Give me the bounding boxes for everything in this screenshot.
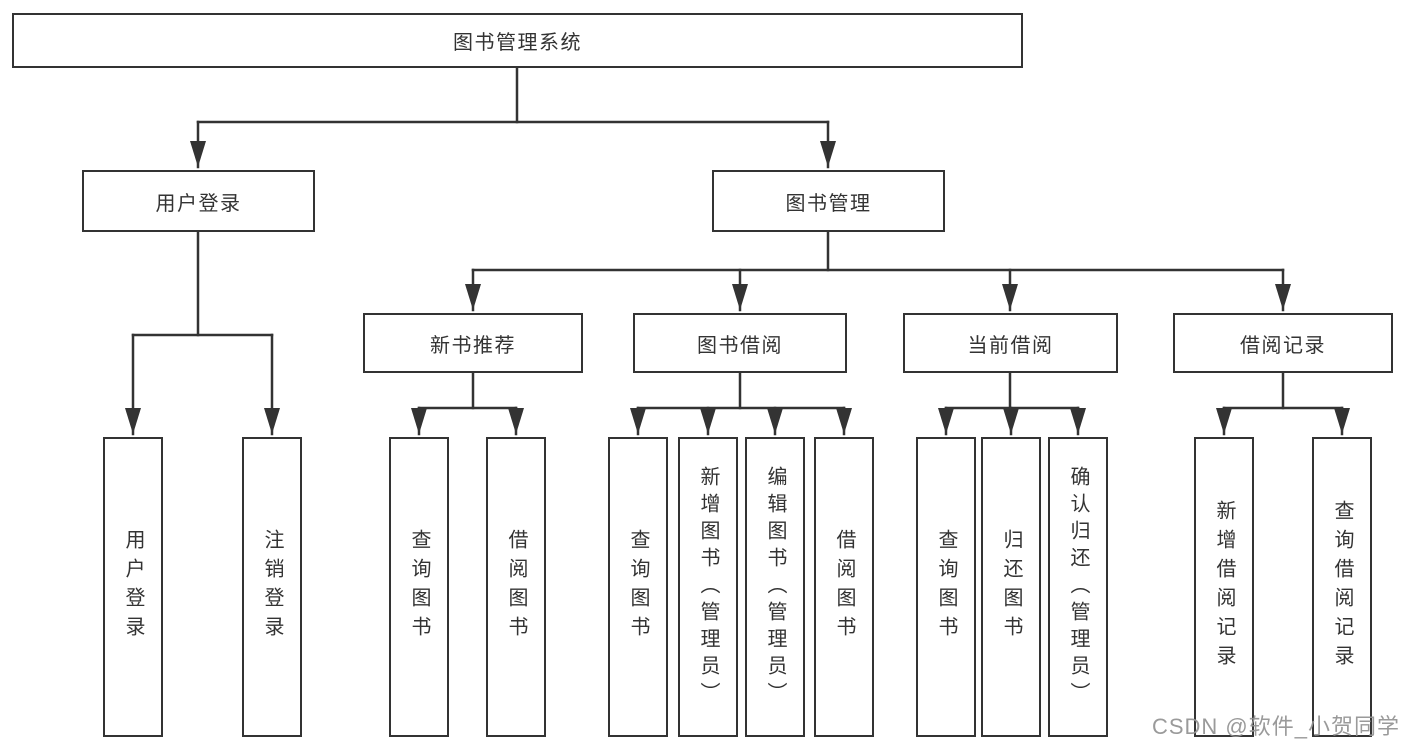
node-current-borrowing: 当前借阅 xyxy=(903,313,1118,373)
leaf-records-add-record: 新增借阅记录 xyxy=(1194,437,1254,737)
node-user-login: 用户登录 xyxy=(82,170,315,232)
leaf-recommend-query-books: 查询图书 xyxy=(389,437,449,737)
leaf-user-login: 用户登录 xyxy=(103,437,163,737)
node-book-borrowing: 图书借阅 xyxy=(633,313,847,373)
node-book-borrowing-label: 图书借阅 xyxy=(697,334,783,357)
leaf-logout-label: 注销登录 xyxy=(261,529,283,645)
leaf-records-query-record: 查询借阅记录 xyxy=(1312,437,1372,737)
node-new-book-recommend: 新书推荐 xyxy=(363,313,583,373)
leaf-borrowing-edit-books-admin: 编辑图书（管理员） xyxy=(745,437,805,737)
leaf-current-return-books: 归还图书 xyxy=(981,437,1041,737)
node-borrow-records-label: 借阅记录 xyxy=(1240,334,1326,357)
leaf-recommend-borrow-books-label: 借阅图书 xyxy=(505,529,527,645)
leaf-borrowing-edit-books-admin-label: 编辑图书（管理员） xyxy=(764,465,786,709)
leaf-logout: 注销登录 xyxy=(242,437,302,737)
leaf-borrowing-query-books-label: 查询图书 xyxy=(627,529,649,645)
leaf-recommend-query-books-label: 查询图书 xyxy=(408,529,430,645)
node-book-management-label: 图书管理 xyxy=(785,192,872,215)
leaf-current-confirm-return-admin-label: 确认归还（管理员） xyxy=(1067,465,1089,709)
node-user-login-label: 用户登录 xyxy=(155,192,242,215)
node-new-book-recommend-label: 新书推荐 xyxy=(430,334,516,357)
node-borrow-records: 借阅记录 xyxy=(1173,313,1393,373)
leaf-records-query-record-label: 查询借阅记录 xyxy=(1331,500,1353,674)
leaf-borrowing-query-books: 查询图书 xyxy=(608,437,668,737)
leaf-current-confirm-return-admin: 确认归还（管理员） xyxy=(1048,437,1108,737)
leaf-current-query-books-label: 查询图书 xyxy=(935,529,957,645)
leaf-borrowing-borrow-books-label: 借阅图书 xyxy=(833,529,855,645)
node-book-management: 图书管理 xyxy=(712,170,945,232)
leaf-current-return-books-label: 归还图书 xyxy=(1000,529,1022,645)
leaf-borrowing-borrow-books: 借阅图书 xyxy=(814,437,874,737)
leaf-current-query-books: 查询图书 xyxy=(916,437,976,737)
leaf-recommend-borrow-books: 借阅图书 xyxy=(486,437,546,737)
node-root-system: 图书管理系统 xyxy=(12,13,1023,68)
leaf-borrowing-add-books-admin: 新增图书（管理员） xyxy=(678,437,738,737)
node-current-borrowing-label: 当前借阅 xyxy=(967,334,1054,357)
leaf-user-login-label: 用户登录 xyxy=(122,529,144,645)
leaf-records-add-record-label: 新增借阅记录 xyxy=(1213,500,1235,674)
leaf-borrowing-add-books-admin-label: 新增图书（管理员） xyxy=(697,465,719,709)
csdn-watermark: CSDN @软件_小贺同学 xyxy=(1151,714,1400,739)
node-root-system-label: 图书管理系统 xyxy=(453,32,582,54)
